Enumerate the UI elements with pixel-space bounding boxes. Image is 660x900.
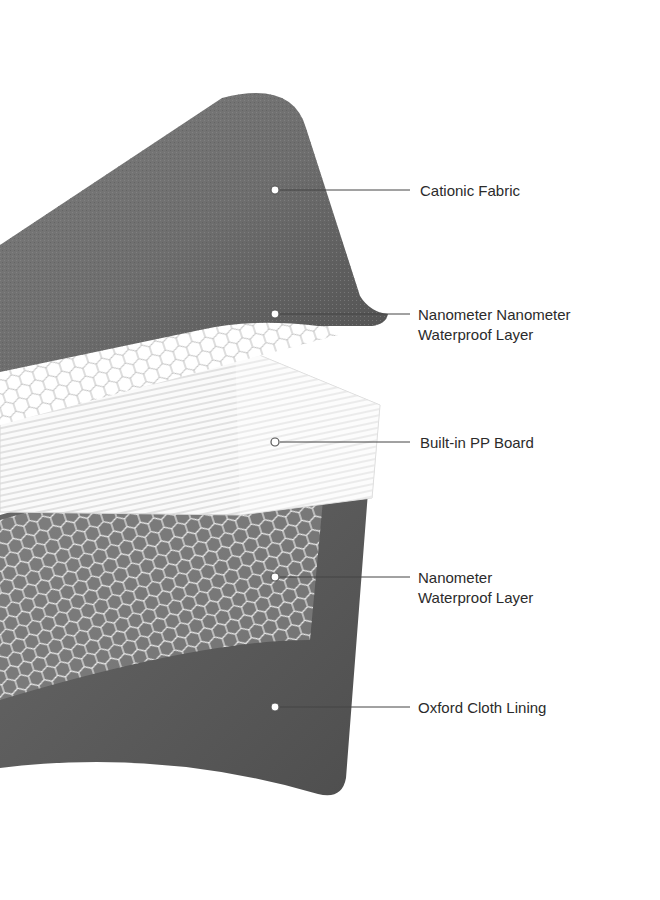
layer-label: Oxford Cloth Lining <box>418 698 546 718</box>
layer-label: Nanometer Waterproof Layer <box>418 568 568 607</box>
layer-label: Cationic Fabric <box>420 181 520 201</box>
layer-label: Nanometer Nanometer Waterproof Layer <box>418 305 618 344</box>
layer-label: Built-in PP Board <box>420 433 534 453</box>
